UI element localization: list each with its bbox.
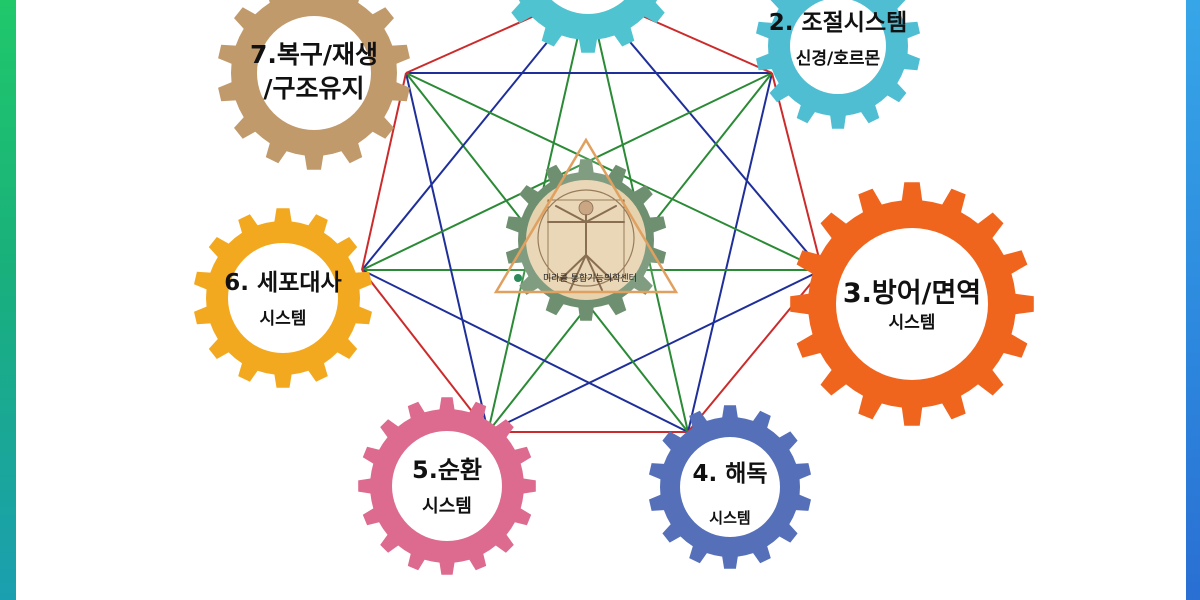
polygon-line-red	[361, 269, 489, 433]
vitruvian-circle	[537, 189, 635, 287]
gear-title: 2. 조절시스템	[769, 10, 908, 36]
vitruvian-square	[547, 199, 625, 279]
gear-hole	[790, 0, 886, 94]
gear-7: 7.복구/재생/구조유지	[218, 0, 410, 170]
gear-hole	[257, 16, 371, 130]
gear-1	[511, 0, 665, 53]
gear-hole	[228, 243, 338, 353]
star-line-blue	[361, 269, 689, 433]
star-line-blue	[487, 269, 823, 433]
gear-title: 7.복구/재생	[250, 40, 378, 69]
gear-subtitle: 시스템	[889, 313, 936, 333]
polygon-line-red	[771, 72, 823, 271]
center-label: 미라클 통합기능의학센터	[543, 273, 637, 284]
figure-body	[547, 205, 625, 291]
gear-title: 3.방어/면역	[843, 278, 981, 309]
gear-title: 4. 해독	[692, 461, 767, 487]
gear-subtitle: 시스템	[422, 496, 472, 517]
gear-title: 6. 세포대사	[224, 270, 341, 296]
gear-subtitle: 신경/호르몬	[796, 49, 881, 69]
gear-subtitle: /구조유지	[263, 74, 364, 103]
right-gradient-border	[1186, 0, 1200, 600]
gear-subtitle: 시스템	[260, 309, 307, 329]
center-hub: 미라클 통합기능의학센터	[493, 137, 679, 321]
center-logo-icon	[514, 274, 522, 282]
vitruvian-man-image	[526, 180, 646, 300]
gear-hole	[551, 0, 625, 14]
polygon-line-red	[361, 72, 407, 271]
center-triangle	[493, 137, 679, 294]
gear-hole	[392, 431, 502, 541]
gear-title: 5.순환	[412, 456, 482, 484]
star-line-blue	[405, 72, 489, 433]
left-gradient-border	[0, 0, 16, 600]
gear-shape	[511, 0, 665, 53]
gear-hole	[836, 228, 988, 380]
gear-hole	[680, 437, 780, 537]
gear-subtitle: 시스템	[709, 509, 750, 527]
star-line-blue	[687, 72, 773, 433]
